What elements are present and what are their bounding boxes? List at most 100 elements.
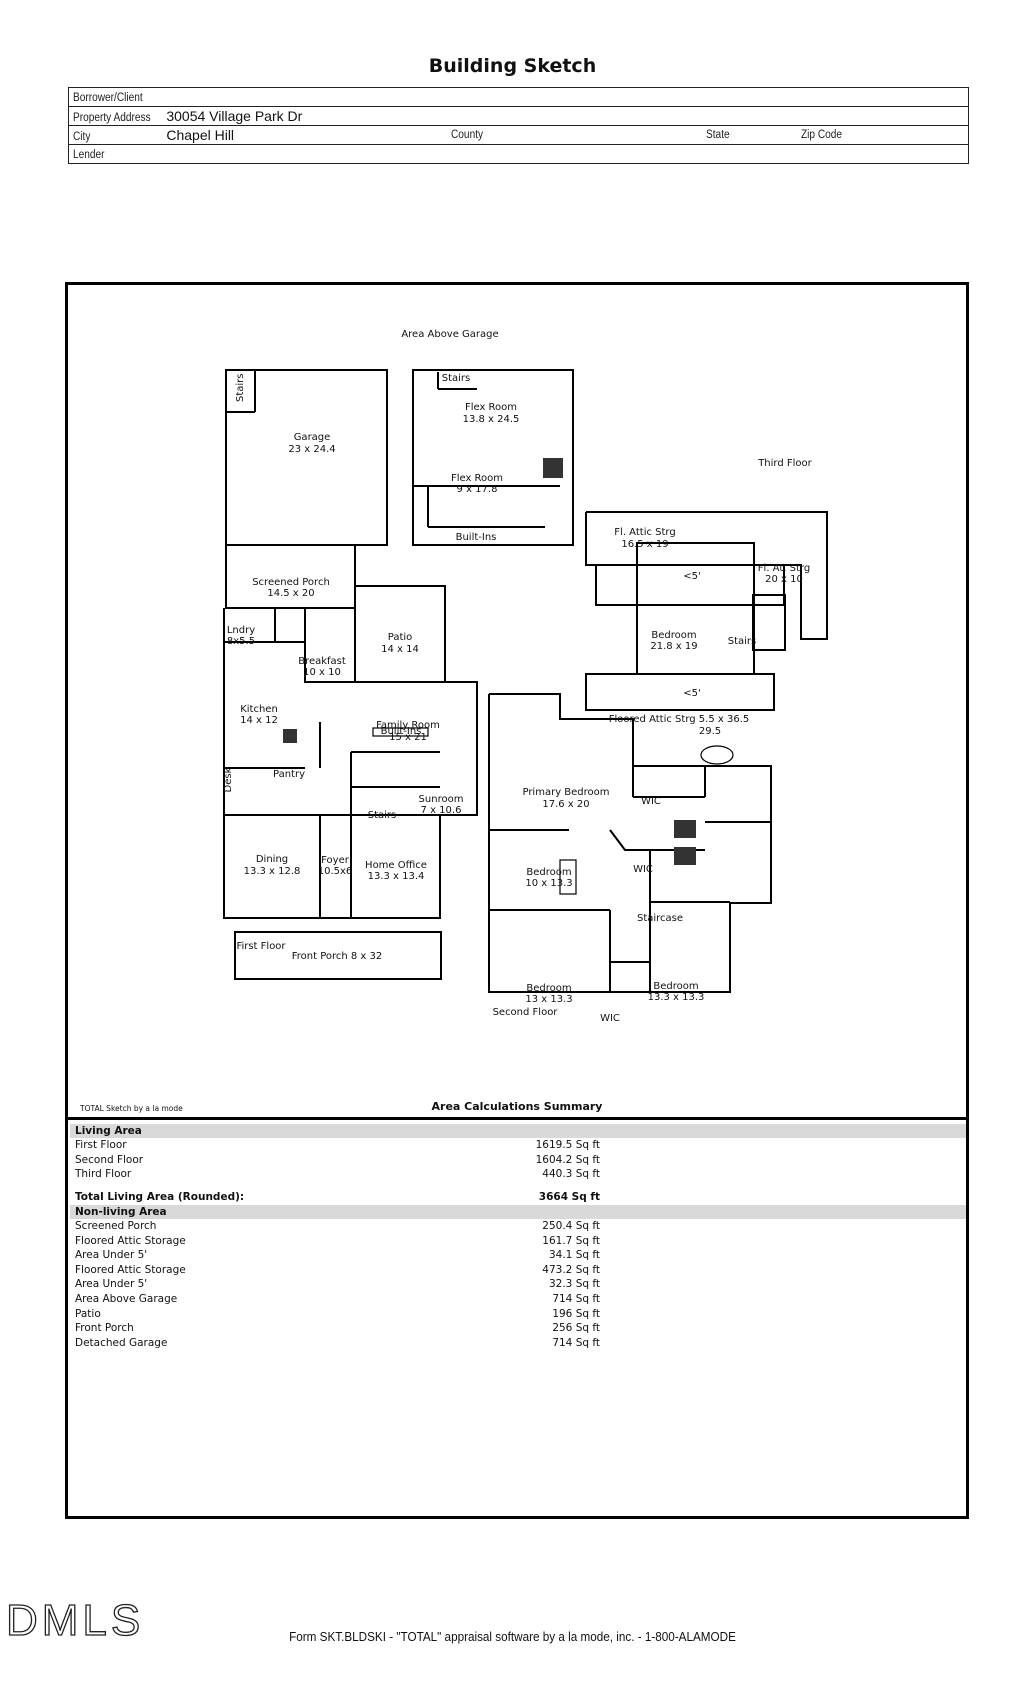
area-name: Floored Attic Storage [75,1263,186,1276]
garage-dim: 23 x 24.4 [288,444,335,455]
total-living-row: Total Living Area (Rounded): 3664 Sq ft [75,1191,600,1203]
breakfast-label: Breakfast [298,656,346,667]
software-note: TOTAL Sketch by a la mode [80,1104,183,1113]
area-above-garage-outline [412,369,574,546]
area-value: 250.4 Sq ft [542,1220,600,1232]
form-footer: Form SKT.BLDSKI - "TOTAL" appraisal soft… [289,1629,736,1644]
foyer-label: Foyer [321,855,350,866]
area-name: Area Under 5' [75,1249,148,1262]
second-floor-label: Second Floor [493,1007,559,1018]
area-name: Screened Porch [75,1220,157,1232]
area-row: Front Porch 256 Sq ft [75,1321,955,1335]
area-name: Front Porch [75,1322,134,1335]
bedroom-dim: 21.8 x 19 [650,641,697,652]
sketch-frame [65,282,969,1519]
area-value: 1604.2 Sq ft [535,1153,600,1166]
wic-label: WIC [600,1013,620,1024]
non-living-area-header: Non-living Area [70,1205,966,1219]
garage-label: Garage [294,432,331,443]
dining-label: Dining [256,854,288,865]
area-name: Patio [75,1307,101,1320]
staircase-label: Staircase [637,913,683,924]
first-floor-label: First Floor [236,941,286,952]
area-value: 714 Sq ft [552,1293,600,1305]
floored-attic-outline [585,673,775,711]
attic-label: Fl. Attic Strg [614,527,675,538]
built-ins-label: Built-Ins [456,532,497,543]
family-room-dim: 15 x 21 [389,732,427,743]
bedroom-label: Bedroom [526,983,571,994]
page-title: Building Sketch [428,55,597,77]
primary-bedroom-label: Primary Bedroom [522,787,609,798]
garage-outline [225,369,388,546]
attic-dim: 20 x 10 [765,574,803,585]
third-floor-bedroom-outline [636,542,755,675]
area-value: 32.3 Sq ft [548,1278,600,1291]
bedroom-label: Bedroom [526,867,571,878]
floor-plan: Area Above Garage Third Floor First Floo… [223,329,828,1024]
kitchen-dim: 14 x 12 [240,715,278,726]
borrower-row: Borrower/Client [68,87,969,107]
shower-icon [674,820,696,838]
fireplace-icon [283,729,297,743]
bathtub-icon [559,859,577,895]
patio-label: Patio [388,632,413,643]
area-row: Area Above Garage 714 Sq ft [75,1292,955,1306]
dining-dim: 13.3 x 12.8 [244,866,301,877]
area-above-garage-label: Area Above Garage [401,329,498,340]
area-value: 473.2 Sq ft [542,1263,600,1276]
wic-label: WIC [633,864,653,875]
area-row: First Floor 1619.5 Sq ft [75,1138,955,1152]
patio-dim: 14 x 14 [381,644,419,655]
front-porch-outline [234,931,442,980]
bedroom-dim: 13.3 x 13.3 [648,992,705,1003]
flex-room-label: Flex Room [465,402,517,413]
first-floor-outline [223,608,478,919]
shower-icon [674,847,696,865]
area-value: 256 Sq ft [552,1322,600,1335]
floored-attic-label: Floored Attic Strg 5.5 x 36.5 [609,714,749,725]
sunroom-label: Sunroom [419,794,464,805]
built-ins-label: Built-Ins [381,726,422,737]
stairs-label: Stairs [235,374,246,403]
area-value: 161.7 Sq ft [542,1234,600,1247]
stairs-label: Stairs [368,810,397,821]
area-row: Screened Porch 250.4 Sq ft [75,1219,955,1233]
bedroom-label: Bedroom [651,630,696,641]
desk-label: Desk [223,767,234,792]
sunroom-dim: 7 x 10.6 [421,805,462,816]
area-row: Floored Attic Storage 161.7 Sq ft [75,1234,955,1248]
flex-room-dim: 13.8 x 24.5 [463,414,520,425]
primary-bedroom-dim: 17.6 x 20 [542,799,589,810]
under-5-label: <5' [683,571,701,582]
breakfast-dim: 10 x 10 [303,667,341,678]
bedroom-label: Bedroom [653,981,698,992]
floored-attic-dim: 29.5 [699,726,721,737]
area-name: Area Above Garage [75,1293,178,1305]
area-name: Floored Attic Storage [75,1234,186,1247]
attic-dim: 16.5 x 19 [621,539,668,550]
kitchen-label: Kitchen [240,704,278,715]
home-office-dim: 13.3 x 13.4 [368,871,425,882]
area-value: 34.1 Sq ft [548,1249,600,1262]
area-value: 1619.5 Sq ft [535,1139,600,1151]
area-row: Area Under 5'32.3 Sq ft [75,1277,955,1291]
city-value: Chapel Hill [166,127,235,143]
second-floor-outline [488,693,772,993]
bathtub-icon [700,745,734,765]
property-row: Property Address 30054 Village Park Dr [68,106,969,126]
area-row: Floored Attic Storage 473.2 Sq ft [75,1263,955,1277]
third-floor-label: Third Floor [757,458,812,469]
area-row: Detached Garage 714 Sq ft [75,1336,955,1350]
area-row: Area Under 5' 34.1 Sq ft [75,1248,955,1262]
screened-porch-label: Screened Porch [252,577,330,588]
area-value: 714 Sq ft [552,1336,600,1349]
area-name: First Floor [75,1139,127,1151]
area-name: Detached Garage [75,1336,168,1349]
property-header-table: Borrower/Client Property Address 30054 V… [68,87,969,164]
lender-row: Lender [68,144,969,164]
wic-label: WIC [641,796,661,807]
attic-outline [585,511,828,640]
